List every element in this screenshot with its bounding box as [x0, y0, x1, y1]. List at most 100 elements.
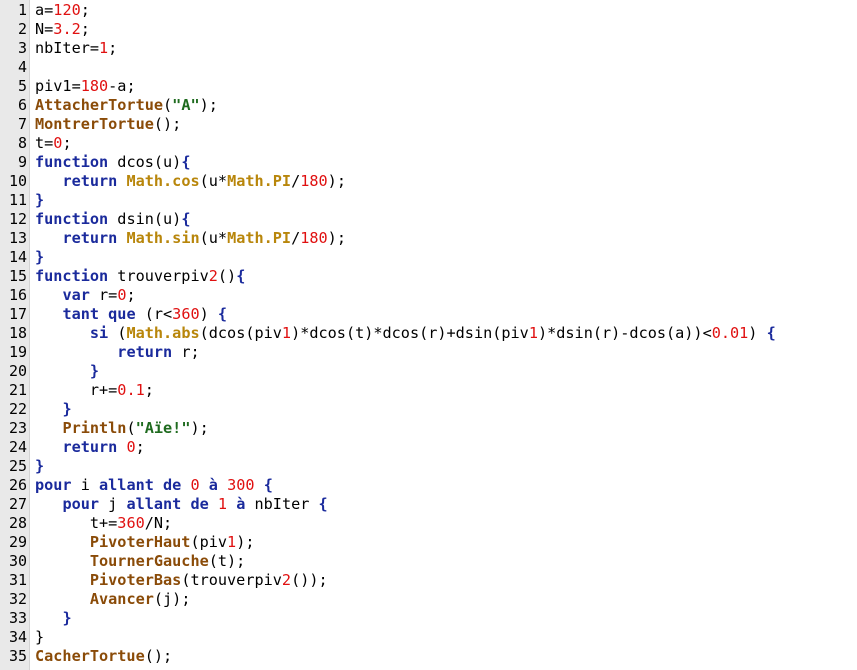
code-line[interactable]: t=0; [35, 134, 857, 153]
code-token: () [217, 267, 237, 285]
code-token: return [62, 229, 118, 247]
line-number: 29 [8, 533, 27, 551]
code-token [35, 324, 90, 342]
code-line[interactable]: t+=360/N; [35, 514, 857, 533]
code-token: Math.PI [227, 229, 292, 247]
code-token: var [62, 286, 90, 304]
code-line[interactable]: AttacherTortue("A"); [35, 96, 857, 115]
line-number: 17 [8, 305, 27, 323]
code-token: ( [108, 324, 127, 342]
code-token [200, 476, 209, 494]
code-line[interactable]: } [35, 400, 857, 419]
code-line[interactable]: r+=0.1; [35, 381, 857, 400]
code-token: r+= [35, 381, 118, 399]
code-token: tant que [62, 305, 136, 323]
code-line[interactable]: MontrerTortue(); [35, 115, 857, 134]
code-token: ; [80, 20, 90, 38]
code-token: ); [236, 533, 255, 551]
code-token [35, 172, 62, 190]
code-token: "A" [172, 96, 200, 114]
code-line[interactable]: N=3.2; [35, 20, 857, 39]
code-token: { [766, 324, 776, 342]
code-line[interactable]: pour j allant de 1 à nbIter { [35, 495, 857, 514]
code-token [35, 495, 62, 513]
code-token: dsin(u) [108, 210, 182, 228]
code-token: Println [62, 419, 127, 437]
code-line[interactable] [35, 58, 857, 77]
code-line[interactable]: Println("Aïe!"); [35, 419, 857, 438]
line-number: 7 [17, 115, 27, 133]
code-line[interactable]: function dcos(u){ [35, 153, 857, 172]
line-number: 23 [8, 419, 27, 437]
code-line[interactable]: return Math.cos(u*Math.PI/180); [35, 172, 857, 191]
code-line[interactable]: PivoterBas(trouverpiv2()); [35, 571, 857, 590]
code-line[interactable]: } [35, 628, 857, 647]
line-number: 16 [8, 286, 27, 304]
line-number: 13 [8, 229, 27, 247]
code-token: 180 [300, 229, 328, 247]
code-line[interactable]: function dsin(u){ [35, 210, 857, 229]
code-token: piv1= [35, 77, 81, 95]
code-token [35, 419, 62, 437]
code-line[interactable]: var r=0; [35, 286, 857, 305]
code-token [255, 476, 264, 494]
code-token: i [71, 476, 100, 494]
code-token: ; [135, 438, 145, 456]
code-token: t= [35, 134, 54, 152]
code-line[interactable]: return r; [35, 343, 857, 362]
code-line[interactable]: TournerGauche(t); [35, 552, 857, 571]
line-number: 9 [17, 153, 27, 171]
code-token: (j); [153, 590, 191, 608]
code-token: } [35, 248, 45, 266]
code-token: { [181, 153, 191, 171]
code-token: 0.1 [117, 381, 145, 399]
code-token: ; [62, 134, 72, 152]
code-line[interactable]: } [35, 609, 857, 628]
code-token: (dcos(piv [199, 324, 282, 342]
code-token: j [99, 495, 127, 513]
line-number: 5 [17, 77, 27, 95]
code-line[interactable]: pour i allant de 0 à 300 { [35, 476, 857, 495]
code-token: ); [199, 96, 218, 114]
code-token: { [263, 476, 273, 494]
code-token: } [35, 457, 45, 475]
code-line[interactable]: nbIter=1; [35, 39, 857, 58]
code-line[interactable]: } [35, 457, 857, 476]
code-token: ; [80, 1, 90, 19]
code-token: Math.sin [126, 229, 200, 247]
code-line[interactable]: si (Math.abs(dcos(piv1)*dcos(t)*dcos(r)+… [35, 324, 857, 343]
code-line[interactable]: } [35, 248, 857, 267]
line-number: 19 [8, 343, 27, 361]
code-line[interactable]: } [35, 362, 857, 381]
code-token [35, 533, 90, 551]
code-line[interactable]: piv1=180-a; [35, 77, 857, 96]
line-number: 10 [8, 172, 27, 190]
code-line[interactable]: return Math.sin(u*Math.PI/180); [35, 229, 857, 248]
code-line[interactable]: return 0; [35, 438, 857, 457]
code-token [35, 400, 62, 418]
code-line[interactable]: Avancer(j); [35, 590, 857, 609]
code-token [35, 362, 90, 380]
code-token: pour [62, 495, 100, 513]
code-token: (piv [190, 533, 228, 551]
code-line[interactable]: } [35, 191, 857, 210]
line-number: 3 [17, 39, 27, 57]
code-line[interactable]: a=120; [35, 1, 857, 20]
code-token [35, 286, 62, 304]
code-line[interactable]: PivoterHaut(piv1); [35, 533, 857, 552]
line-number: 4 [17, 58, 27, 76]
code-line[interactable]: CacherTortue(); [35, 647, 857, 666]
code-token: } [62, 609, 72, 627]
code-token: ) [199, 305, 218, 323]
code-token: a= [35, 1, 54, 19]
code-area[interactable]: a=120;N=3.2;nbIter=1; piv1=180-a;Attache… [30, 0, 857, 670]
code-token: 0.01 [711, 324, 749, 342]
code-token: CacherTortue [35, 647, 145, 665]
line-number: 1 [17, 1, 27, 19]
code-token: { [181, 210, 191, 228]
code-token: (); [144, 647, 173, 665]
code-token: dcos(u) [108, 153, 182, 171]
code-line[interactable]: function trouverpiv2(){ [35, 267, 857, 286]
code-line[interactable]: tant que (r<360) { [35, 305, 857, 324]
